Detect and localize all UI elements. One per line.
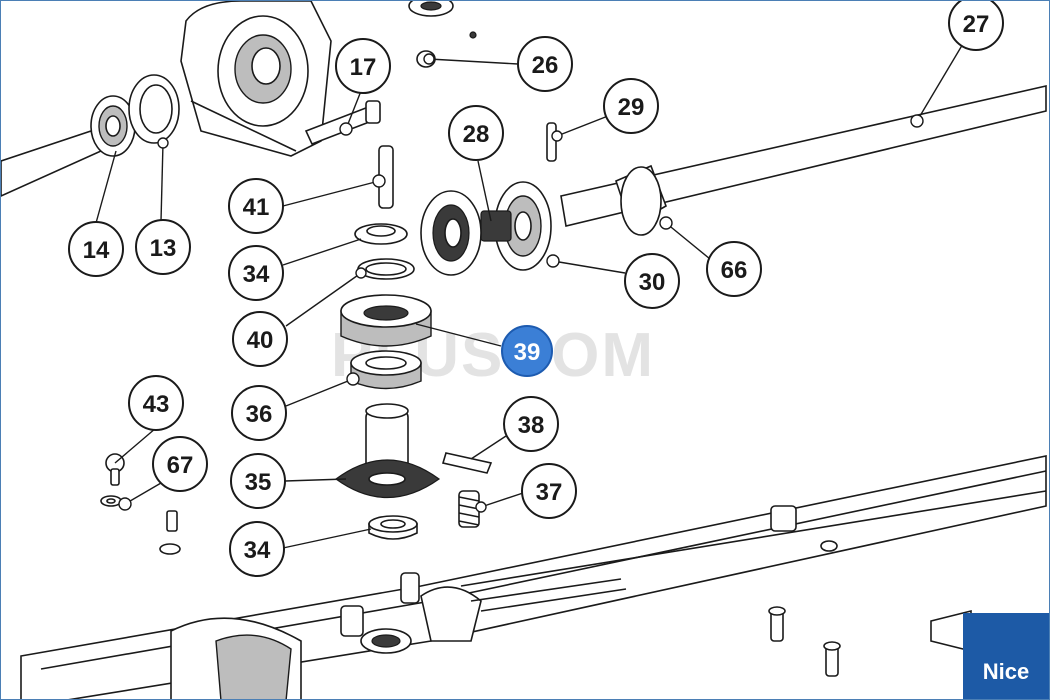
callout-circle [706,241,762,297]
callout-label: 30 [639,269,666,296]
callout-label: 40 [247,327,274,354]
callout-14[interactable]: 14 [68,221,124,277]
callout-circle [229,521,285,577]
callout-label: 35 [245,469,272,496]
callout-28[interactable]: 28 [448,105,504,161]
callout-label: 38 [518,412,545,439]
callout-circle [228,245,284,301]
bearing-36 [350,350,422,390]
callout-circle [624,253,680,309]
callout-circle [335,38,391,94]
callout-label: 29 [618,94,645,121]
callout-circle [230,453,286,509]
pin-29 [546,122,557,162]
callout-label: 43 [143,391,170,418]
callout-41[interactable]: 41 [228,178,284,234]
callout-label: 36 [246,401,273,428]
ring-40-inner [365,262,407,276]
callout-67[interactable]: 67 [152,436,208,492]
callout-label: 28 [463,121,490,148]
callout-circle [231,385,287,441]
callout-34[interactable]: 34 [229,521,285,577]
key-38 [441,452,493,474]
brand-name: Nice [982,659,1030,684]
nice-logo-badge: Nice [963,613,1049,699]
callout-66[interactable]: 66 [706,241,762,297]
callout-17[interactable]: 17 [335,38,391,94]
callout-label: 67 [167,452,194,479]
callout-label: 26 [532,52,559,79]
callout-label: 13 [150,235,177,262]
callout-30[interactable]: 30 [624,253,680,309]
callout-label: 41 [243,194,270,221]
callout-40[interactable]: 40 [232,311,288,367]
callout-label: 66 [721,257,748,284]
callout-39-highlighted[interactable]: 39 [501,325,553,377]
washer-34-top-hole [366,225,396,237]
callout-circle [603,78,659,134]
callout-label: 34 [244,537,271,564]
top-spring [408,1,454,17]
callout-35[interactable]: 35 [230,453,286,509]
callout-36[interactable]: 36 [231,385,287,441]
callout-38[interactable]: 38 [503,396,559,452]
callout-circle [448,105,504,161]
callout-circle [228,178,284,234]
callout-label: 27 [963,11,990,38]
gearbox-housing [20,455,1047,699]
callout-34[interactable]: 34 [228,245,284,301]
callout-27[interactable]: 27 [948,1,1004,51]
callout-label: 14 [83,237,110,264]
callout-circle [128,375,184,431]
callout-circle [503,396,559,452]
left-shaft [1,74,180,197]
spring-37 [458,490,480,528]
callout-label: 39 [514,339,541,366]
callout-label: 37 [536,479,563,506]
callout-label: 17 [350,54,377,81]
callout-circle [521,463,577,519]
leader-lines [95,36,968,549]
callout-26[interactable]: 26 [517,36,573,92]
washer-34-bottom [368,515,418,540]
callout-circle [517,36,573,92]
main-shaft [560,84,1047,236]
callout-13[interactable]: 13 [135,219,191,275]
bolt-parts [768,606,841,677]
callout-circle [232,311,288,367]
callout-circle [948,1,1004,51]
callout-circle [135,219,191,275]
callout-label: 34 [243,261,270,288]
callout-circle-highlight [501,325,553,377]
callout-37[interactable]: 37 [521,463,577,519]
gear-39 [340,294,432,347]
bevel-gear-35 [334,403,441,498]
bevel-gear-28 [420,181,552,276]
callout-circle [68,221,124,277]
motor-flange [180,1,332,157]
callout-29[interactable]: 29 [603,78,659,134]
callout-circle [152,436,208,492]
callout-group: 27 26 17 29 28 41 14 13 34 30 66 40 39 4… [68,1,1004,577]
callout-43[interactable]: 43 [128,375,184,431]
